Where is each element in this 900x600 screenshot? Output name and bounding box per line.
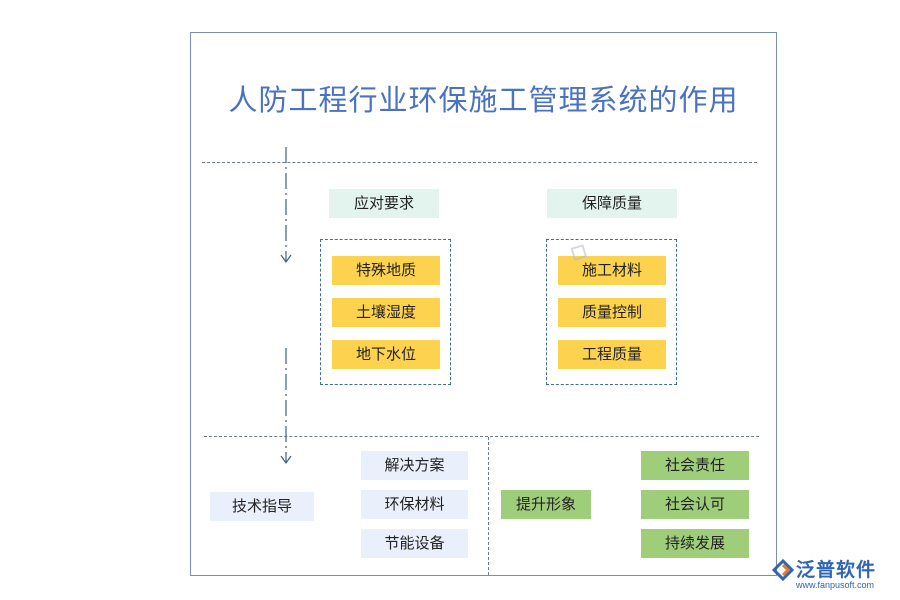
main-technical-guidance: 技术指导 — [210, 492, 314, 521]
item-social-responsibility: 社会责任 — [641, 451, 749, 480]
flow-arrow-bottom — [280, 348, 292, 465]
group-box-response — [320, 239, 451, 385]
item-eco-materials: 环保材料 — [361, 490, 468, 519]
item-special-geology: 特殊地质 — [332, 256, 440, 285]
item-sustainable-development: 持续发展 — [641, 529, 749, 558]
top-divider — [202, 162, 757, 163]
item-soil-moisture: 土壤湿度 — [332, 298, 440, 327]
item-social-recognition: 社会认可 — [641, 490, 749, 519]
logo-url: www.fanpusoft.com — [796, 580, 875, 590]
logo-name: 泛普软件 — [796, 559, 877, 581]
item-construction-materials: 施工材料 — [558, 256, 666, 285]
group-header-quality: 保障质量 — [547, 189, 677, 218]
item-solutions: 解决方案 — [361, 451, 468, 480]
item-project-quality: 工程质量 — [558, 340, 666, 369]
item-groundwater-level: 地下水位 — [332, 340, 440, 369]
diagram-title: 人防工程行业环保施工管理系统的作用 — [228, 83, 739, 117]
main-improve-image: 提升形象 — [501, 490, 591, 519]
brand-logo: 泛普软件 www.fanpusoft.com — [770, 555, 895, 595]
item-energy-saving-equipment: 节能设备 — [361, 529, 468, 558]
group-box-quality — [546, 239, 677, 385]
flow-arrow-top — [280, 147, 292, 264]
logo-mark-icon — [771, 558, 795, 582]
bottom-divider — [204, 436, 759, 437]
bottom-column-divider — [488, 437, 489, 575]
diagram-frame — [190, 32, 777, 576]
watermark — [550, 235, 673, 336]
group-header-response: 应对要求 — [329, 189, 439, 218]
item-quality-control: 质量控制 — [558, 298, 666, 327]
